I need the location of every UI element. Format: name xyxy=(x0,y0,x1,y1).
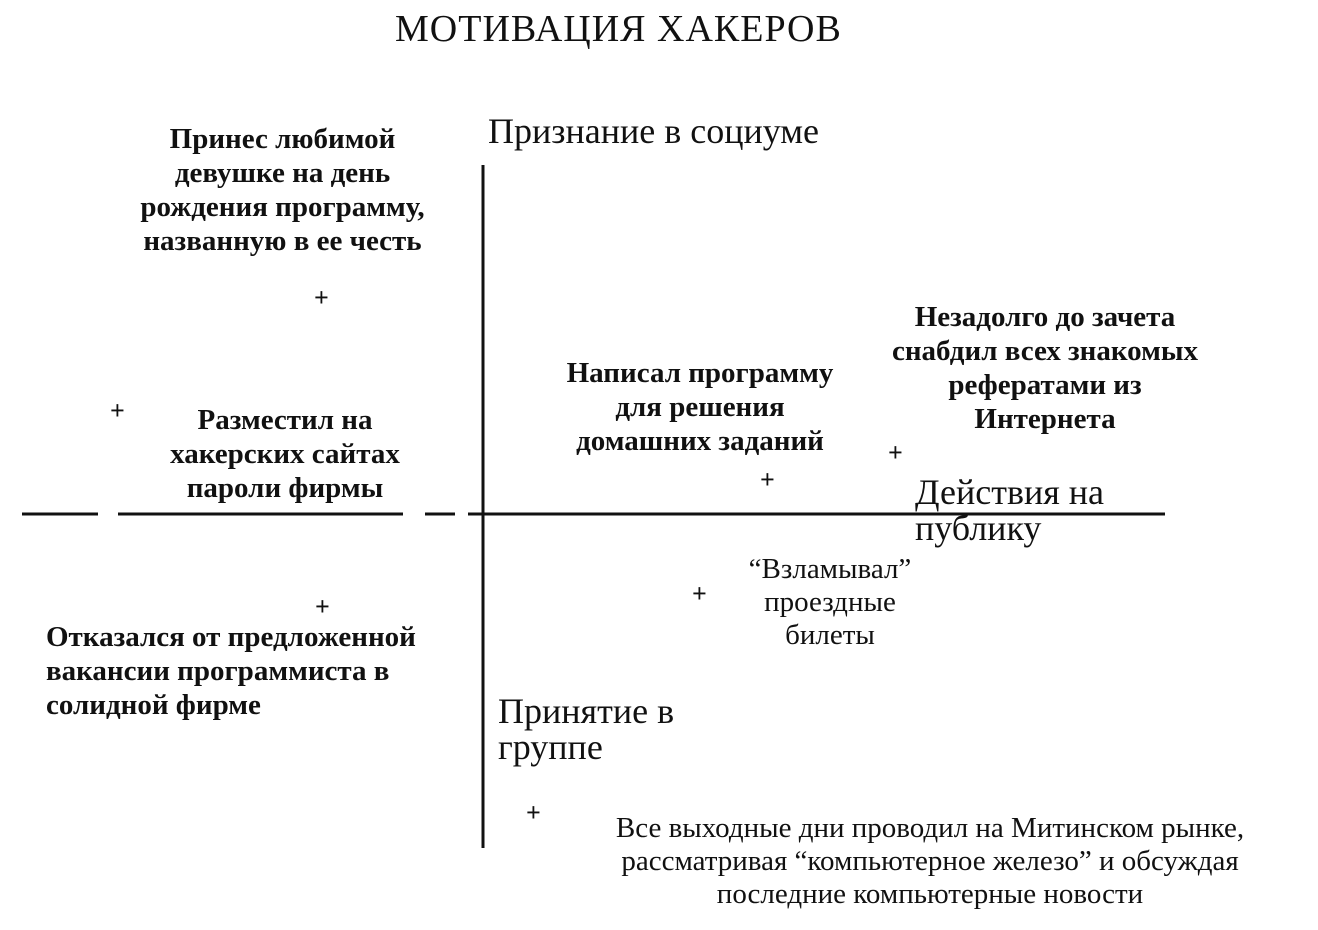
marker-mitino: + xyxy=(526,798,541,827)
note-gift-program: Принес любимой девушке на день рождения … xyxy=(140,123,425,257)
marker-passwords: + xyxy=(110,396,125,425)
note-declined-job: Отказался от предложенной вакансии прогр… xyxy=(46,621,416,721)
axis-label-bottom: Принятие в группе xyxy=(498,691,675,767)
note-mitino-market: Все выходные дни проводил на Митинском р… xyxy=(615,812,1245,910)
note-homework-program: Написал программу для решения домашних з… xyxy=(566,357,834,457)
axis-label-top: Признание в социуме xyxy=(488,111,820,151)
marker-homework: + xyxy=(760,465,775,494)
marker-gift: + xyxy=(314,283,329,312)
diagram-title: МОТИВАЦИЯ ХАКЕРОВ xyxy=(395,8,842,50)
note-shared-essays: Незадолго до зачета снабдил всех знакомы… xyxy=(891,301,1199,435)
axis-label-right: Действия на публику xyxy=(915,472,1105,548)
marker-tickets: + xyxy=(692,579,707,608)
marker-essays: + xyxy=(888,438,903,467)
marker-declined-job: + xyxy=(315,592,330,621)
note-posted-passwords: Разместил на хакерских сайтах пароли фир… xyxy=(170,404,400,504)
note-hacked-tickets: “Взламывал” проездные билеты xyxy=(748,553,912,651)
